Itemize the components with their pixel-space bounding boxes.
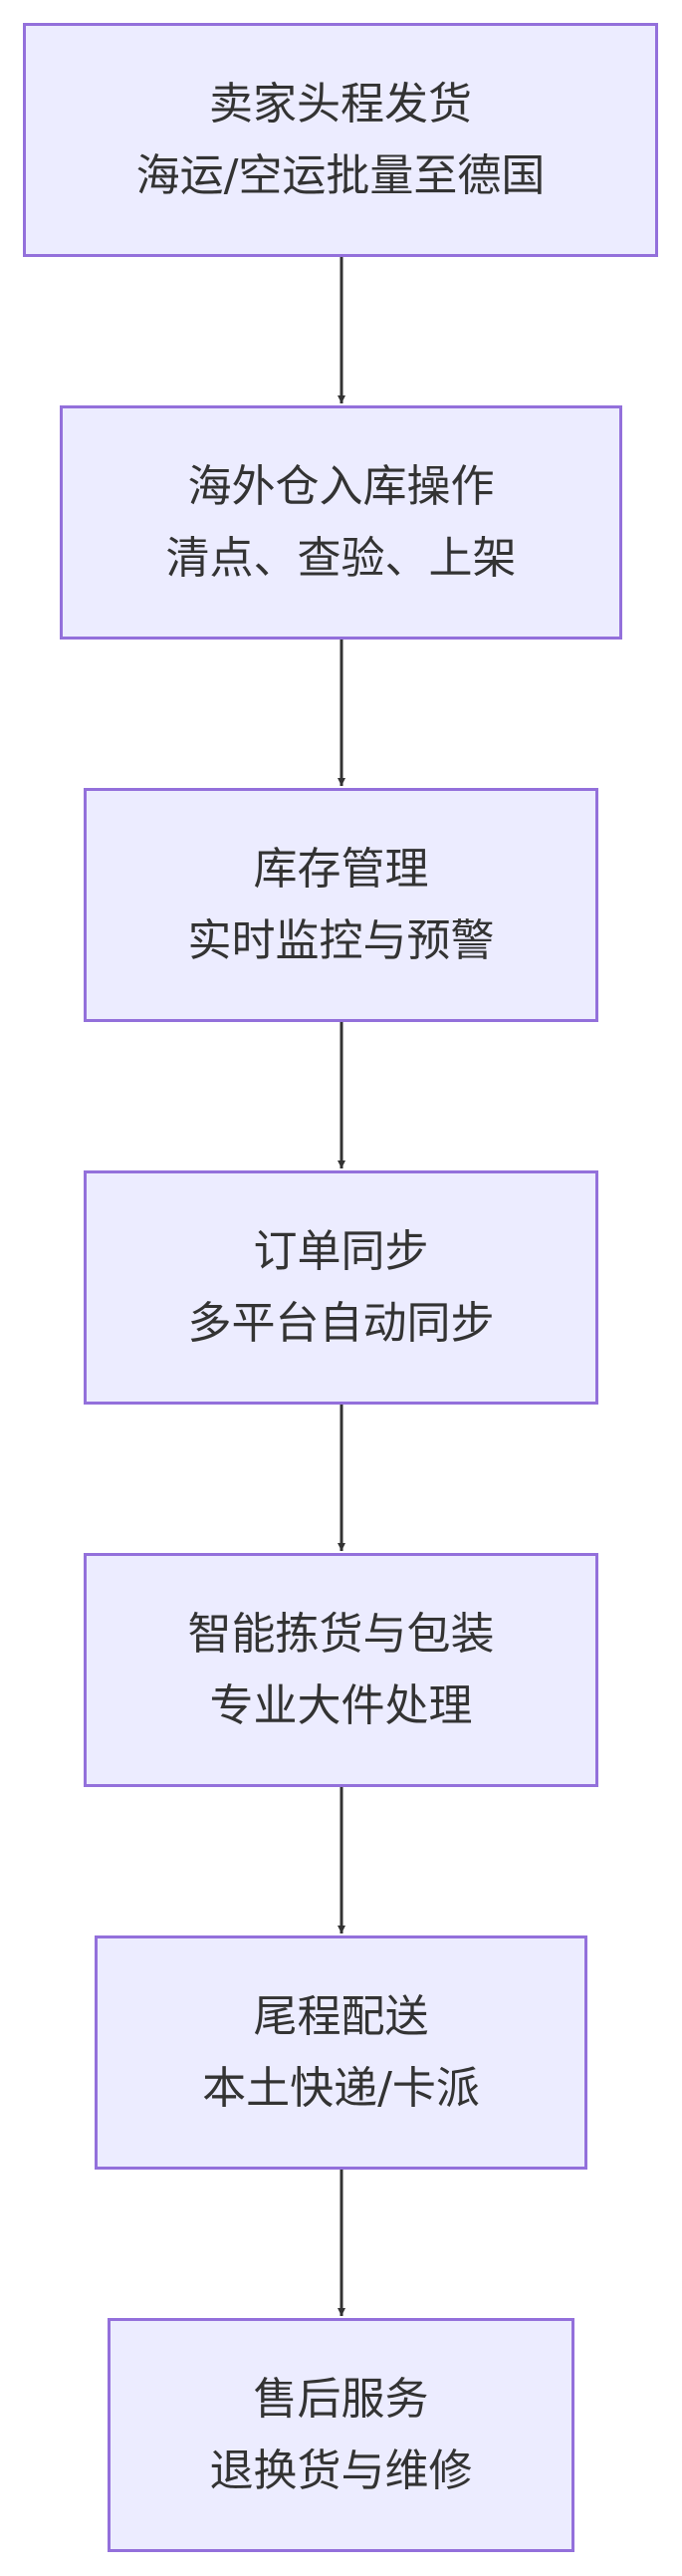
flow-node-last-mile-delivery: 尾程配送 本土快递/卡派	[95, 1935, 587, 2170]
node-title: 尾程配送	[253, 1990, 429, 2042]
flow-node-warehouse-inbound: 海外仓入库操作 清点、查验、上架	[60, 405, 622, 640]
flow-node-order-sync: 订单同步 多平台自动同步	[84, 1170, 598, 1405]
node-detail: 清点、查验、上架	[165, 532, 517, 584]
flow-node-after-sales: 售后服务 退换货与维修	[108, 2318, 574, 2552]
node-detail: 实时监控与预警	[187, 914, 495, 966]
node-detail: 多平台自动同步	[187, 1297, 495, 1349]
node-title: 智能拣货与包装	[187, 1608, 495, 1660]
node-title: 卖家头程发货	[209, 78, 472, 129]
flow-node-picking-packing: 智能拣货与包装 专业大件处理	[84, 1553, 598, 1787]
node-title: 售后服务	[253, 2373, 429, 2425]
node-title: 库存管理	[253, 843, 429, 895]
node-detail: 海运/空运批量至德国	[135, 149, 546, 201]
flow-node-inventory-management: 库存管理 实时监控与预警	[84, 788, 598, 1022]
node-title: 订单同步	[253, 1225, 429, 1277]
flow-node-first-leg-shipping: 卖家头程发货 海运/空运批量至德国	[23, 23, 658, 257]
node-detail: 专业大件处理	[209, 1679, 473, 1731]
node-detail: 本土快递/卡派	[202, 2062, 480, 2114]
node-detail: 退换货与维修	[209, 2445, 473, 2496]
node-title: 海外仓入库操作	[187, 460, 495, 512]
